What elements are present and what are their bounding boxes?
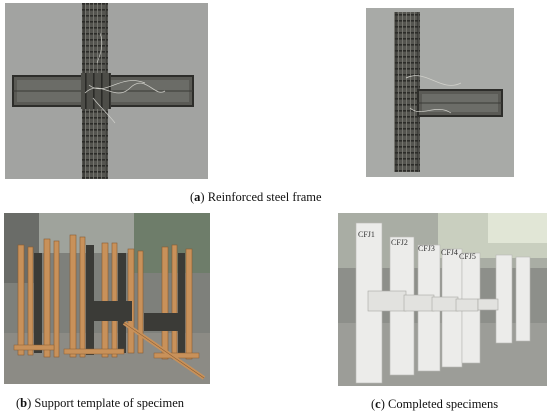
- specimen-label-2: CFJ2: [391, 238, 408, 247]
- caption-a: (a) Reinforced steel frame: [190, 190, 322, 204]
- caption-b-text: Support template of specimen: [34, 396, 185, 410]
- specimen-label-3: CFJ3: [418, 244, 435, 253]
- completed-specimens-photo: CFJ1 CFJ2 CFJ3 CFJ4 CFJ5: [338, 213, 547, 386]
- steel-forms: [34, 245, 185, 357]
- wood-posts: [17, 234, 193, 360]
- caption-a-text: Reinforced steel frame: [207, 190, 322, 204]
- caption-a-letter: a: [194, 190, 201, 204]
- caption-c-text: Completed specimens: [388, 397, 499, 411]
- column-cage: [394, 12, 420, 172]
- specimen-label-5: CFJ5: [459, 252, 476, 261]
- caption-b: (b) Support template of specimen: [16, 396, 185, 410]
- t-frame-photo: [366, 8, 514, 177]
- caption-c: (c) Completed specimens: [371, 397, 499, 411]
- support-template-photo: [4, 213, 210, 384]
- caption-c-letter: c: [375, 397, 381, 411]
- specimen-label-4: CFJ4: [441, 248, 458, 257]
- cross-frame-photo: [5, 3, 208, 179]
- specimen-label-1: CFJ1: [358, 230, 375, 239]
- caption-b-letter: b: [20, 396, 28, 410]
